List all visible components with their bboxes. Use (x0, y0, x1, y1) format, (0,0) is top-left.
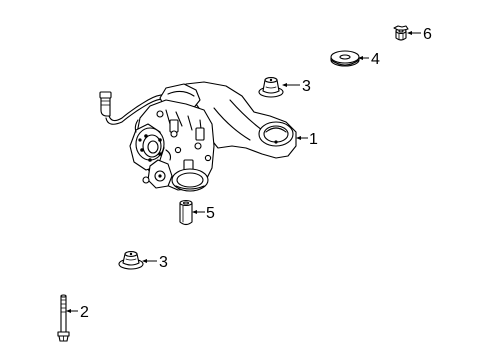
callout-4: 4 (371, 51, 380, 68)
washer (330, 50, 360, 67)
callout-5: 5 (206, 205, 215, 222)
callout-1: 1 (309, 131, 318, 148)
mount-bushing-lower (118, 251, 144, 270)
bolt (57, 294, 70, 342)
callout-6: 6 (423, 26, 432, 43)
differential-housing (99, 81, 297, 192)
leader-lines (66, 31, 421, 313)
mount-bushing-upper (258, 77, 284, 98)
sleeve (179, 199, 193, 226)
callout-3-upper: 3 (302, 78, 311, 95)
callout-2: 2 (80, 304, 89, 321)
nut (393, 25, 409, 41)
callout-3-lower: 3 (159, 254, 168, 271)
